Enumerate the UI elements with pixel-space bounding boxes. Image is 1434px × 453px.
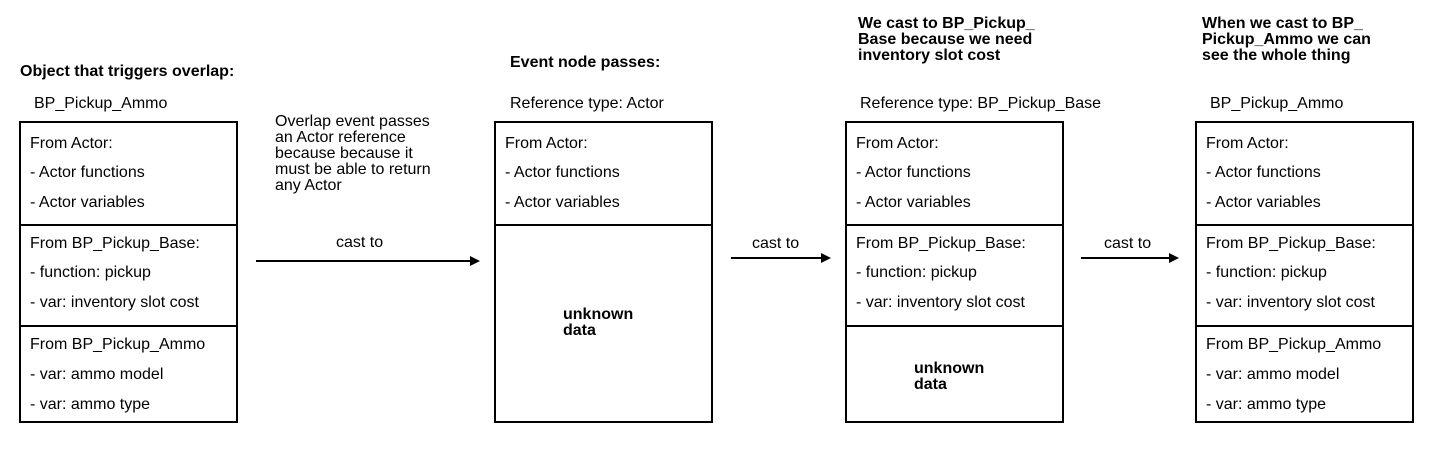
section-line: - var: inventory slot cost	[30, 294, 199, 311]
section-line: - Actor variables	[1206, 194, 1321, 211]
section-line: - Actor variables	[505, 194, 620, 211]
section-line: From BP_Pickup_Base:	[1206, 235, 1376, 252]
column-2-heading: Event node passes:	[510, 54, 661, 71]
section-line: From Actor:	[856, 135, 939, 152]
section-line: From BP_Pickup_Base:	[30, 235, 200, 252]
section-line: - var: ammo model	[30, 366, 164, 383]
section-line: - Actor functions	[856, 164, 971, 181]
section-line: From Actor:	[505, 135, 588, 152]
column-2-box: From Actor: - Actor functions - Actor va…	[494, 121, 713, 423]
section-from-bp-pickup-base: From BP_Pickup_Base: - function: pickup …	[21, 224, 236, 325]
section-line: - Actor functions	[505, 164, 620, 181]
section-line: - var: ammo model	[1206, 366, 1340, 383]
section-line: From Actor:	[30, 135, 113, 152]
section-line: - var: ammo type	[1206, 396, 1327, 413]
column-3-label: Reference type: BP_Pickup_Base	[860, 95, 1102, 112]
section-line: - var: ammo type	[30, 396, 151, 413]
section-from-actor: From Actor: - Actor functions - Actor va…	[496, 123, 711, 224]
section-line: - function: pickup	[1206, 264, 1327, 281]
section-line: From Actor:	[1206, 135, 1289, 152]
arrow-1-head-icon	[470, 256, 480, 266]
section-line: - Actor variables	[856, 194, 971, 211]
column-4-heading: When we cast to BP_ Pickup_Ammo we can s…	[1202, 15, 1371, 64]
column-3-heading: We cast to BP_Pickup_ Base because we ne…	[858, 15, 1035, 64]
section-line: - function: pickup	[30, 264, 151, 281]
section-line: From BP_Pickup_Ammo	[30, 336, 206, 353]
unknown-data-label: unknown data	[563, 306, 634, 339]
section-from-bp-pickup-base: From BP_Pickup_Base: - function: pickup …	[1197, 224, 1412, 325]
section-unknown-data: unknown data	[496, 224, 711, 421]
column-1-heading: Object that triggers overlap:	[20, 63, 235, 80]
section-line: - var: inventory slot cost	[1206, 294, 1375, 311]
section-unknown-data: unknown data	[847, 325, 1062, 421]
section-from-bp-pickup-ammo: From BP_Pickup_Ammo - var: ammo model - …	[1197, 325, 1412, 421]
arrow-3-line	[1081, 257, 1169, 259]
section-line: - Actor variables	[30, 194, 145, 211]
arrow-1-line	[256, 260, 470, 262]
arrow-3-head-icon	[1169, 253, 1179, 263]
overlap-note: Overlap event passes an Actor reference …	[275, 113, 431, 194]
section-from-actor: From Actor: - Actor functions - Actor va…	[847, 123, 1062, 224]
arrow-2-label: cast to	[752, 235, 800, 252]
section-line: From BP_Pickup_Ammo	[1206, 336, 1382, 353]
column-4-box: From Actor: - Actor functions - Actor va…	[1195, 121, 1414, 423]
section-line: - Actor functions	[30, 164, 145, 181]
arrow-3-label: cast to	[1104, 235, 1152, 252]
arrow-2-head-icon	[821, 253, 831, 263]
column-1-label: BP_Pickup_Ammo	[34, 95, 168, 112]
section-from-bp-pickup-base: From BP_Pickup_Base: - function: pickup …	[847, 224, 1062, 325]
section-from-bp-pickup-ammo: From BP_Pickup_Ammo - var: ammo model - …	[21, 325, 236, 421]
section-from-actor: From Actor: - Actor functions - Actor va…	[21, 123, 236, 224]
arrow-1-label: cast to	[336, 234, 384, 251]
column-3-box: From Actor: - Actor functions - Actor va…	[845, 121, 1064, 423]
column-2-label: Reference type: Actor	[510, 95, 664, 112]
section-line: - function: pickup	[856, 264, 977, 281]
section-from-actor: From Actor: - Actor functions - Actor va…	[1197, 123, 1412, 224]
column-1-box: From Actor: - Actor functions - Actor va…	[19, 121, 238, 423]
section-line: From BP_Pickup_Base:	[856, 235, 1026, 252]
unknown-data-label: unknown data	[914, 360, 985, 393]
section-line: - Actor functions	[1206, 164, 1321, 181]
arrow-2-line	[731, 257, 821, 259]
section-line: - var: inventory slot cost	[856, 294, 1025, 311]
column-4-label: BP_Pickup_Ammo	[1210, 95, 1344, 112]
